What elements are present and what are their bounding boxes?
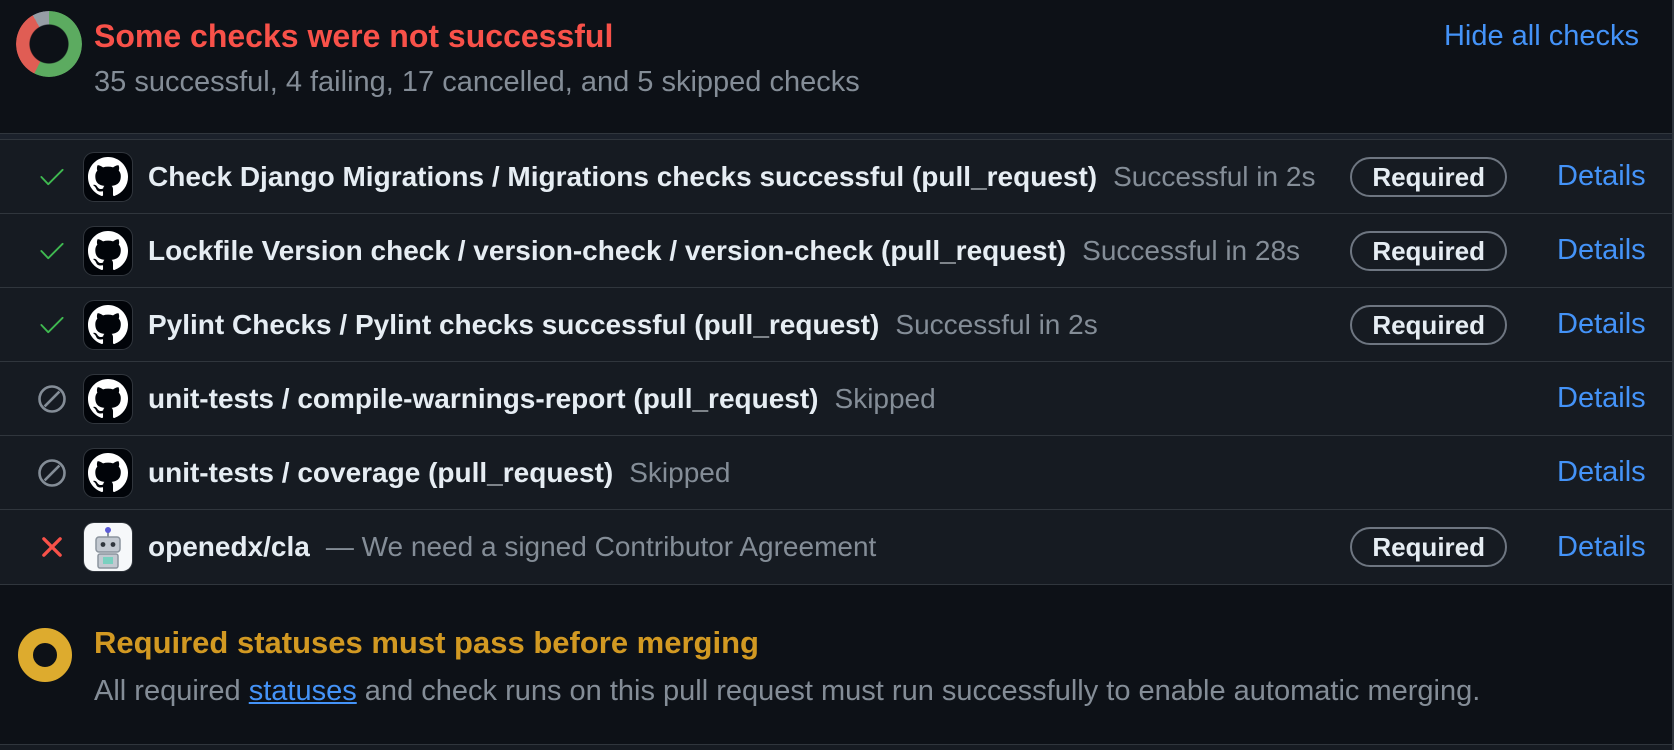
github-actions-avatar [84, 448, 132, 497]
checks-summary-counts: 35 successful, 4 failing, 17 cancelled, … [94, 66, 860, 98]
hide-all-checks-link[interactable]: Hide all checks [1443, 20, 1639, 52]
required-badge: Required [1350, 230, 1507, 271]
check-name: openedx/cla [148, 531, 310, 562]
check-status-text: Successful in 2s [895, 308, 1098, 340]
details-link[interactable]: Details [1557, 234, 1646, 266]
check-icon [40, 168, 64, 185]
check-name: unit-tests / coverage (pull_request) [148, 456, 614, 488]
pending-status-ring-icon [18, 628, 72, 682]
github-actions-avatar [84, 152, 132, 201]
check-status-text: Successful in 2s [1113, 160, 1316, 192]
check-icon [40, 242, 64, 259]
x-icon [42, 537, 62, 557]
check-name: Pylint Checks / Pylint checks successful… [148, 308, 880, 340]
details-link[interactable]: Details [1557, 530, 1646, 563]
skip-icon [38, 458, 66, 487]
statuses-link[interactable]: statuses [248, 675, 357, 707]
checks-summary-title: Some checks were not successful [94, 18, 614, 54]
body-prefix: All required [94, 675, 249, 707]
required-badge: Required [1350, 527, 1507, 567]
checks-summary-header: Some checks were not successful 35 succe… [0, 0, 1672, 133]
check-row: Pylint Checks / Pylint checks successful… [0, 288, 1672, 362]
check-name: Check Django Migrations / Migrations che… [148, 160, 1098, 192]
details-link[interactable]: Details [1557, 308, 1646, 340]
scrolled-row-sliver [0, 134, 1672, 140]
cla-bot-avatar [84, 523, 132, 571]
checks-list[interactable]: Check Django Migrations / Migrations che… [0, 133, 1672, 585]
merge-requirements-body: All required statuses and check runs on … [94, 675, 1632, 708]
check-status-text: Skipped [629, 456, 731, 488]
github-actions-avatar [84, 374, 132, 423]
github-actions-avatar [84, 300, 132, 349]
details-link[interactable]: Details [1557, 382, 1646, 414]
details-link[interactable]: Details [1557, 456, 1646, 488]
required-badge: Required [1350, 304, 1507, 345]
check-status-text: Skipped [834, 382, 936, 414]
check-row: openedx/cla — We need a signed Contribut… [0, 510, 1672, 584]
check-row: Check Django Migrations / Migrations che… [0, 140, 1672, 214]
details-link[interactable]: Details [1557, 160, 1646, 192]
next-panel-edge [0, 745, 1672, 750]
required-badge: Required [1350, 156, 1507, 197]
check-row: unit-tests / coverage (pull_request) Ski… [0, 436, 1672, 510]
check-status-text: Successful in 28s [1082, 234, 1301, 266]
github-actions-avatar [84, 226, 132, 275]
merge-requirements-title: Required statuses must pass before mergi… [94, 625, 759, 660]
check-row: unit-tests / compile-warnings-report (pu… [0, 362, 1672, 436]
body-suffix: and check runs on this pull request must… [356, 675, 1481, 707]
check-name: unit-tests / compile-warnings-report (pu… [148, 382, 819, 414]
check-name: Lockfile Version check / version-check /… [148, 234, 1067, 266]
check-icon [40, 316, 64, 333]
checks-donut-chart [16, 11, 82, 77]
skip-icon [38, 384, 66, 413]
check-status-text: — We need a signed Contributor Agreement [325, 531, 877, 562]
merge-requirements-section: Required statuses must pass before mergi… [0, 585, 1672, 745]
check-row: Lockfile Version check / version-check /… [0, 214, 1672, 288]
